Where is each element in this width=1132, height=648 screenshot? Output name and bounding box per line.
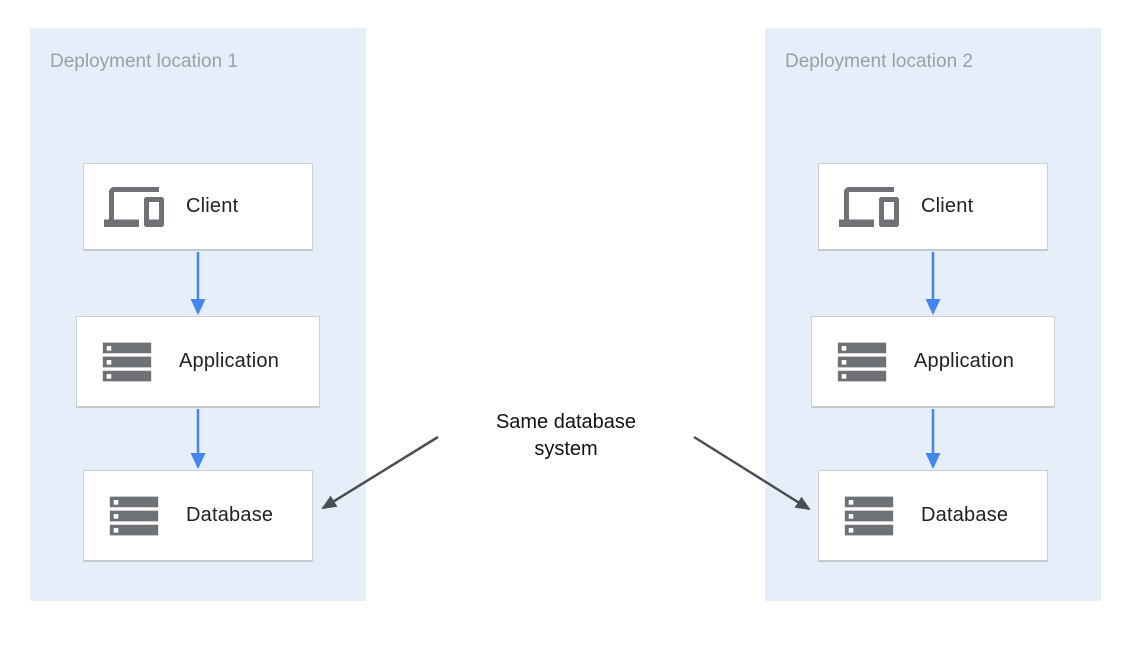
node-database: Database [818,470,1048,562]
deployment-panel-2: Deployment location 2 Client [765,28,1101,601]
panel-title: Deployment location 2 [785,51,973,72]
node-label: Client [186,195,239,217]
node-label: Application [914,350,1015,372]
panel-title: Deployment location 1 [50,51,238,72]
server-stack-icon [97,332,157,392]
server-stack-icon [832,332,892,392]
server-stack-icon [104,486,164,546]
node-database: Database [83,470,313,562]
annotation-line-1: Same database [495,411,637,433]
server-stack-icon [839,486,899,546]
devices-icon [104,177,164,237]
deployment-panel-1: Deployment location 1 Client [30,28,366,601]
node-label: Database [921,504,1009,526]
node-client: Client [818,163,1048,251]
annotation-line-2: system [534,438,598,460]
node-client: Client [83,163,313,251]
node-application: Application [811,316,1055,408]
same-database-annotation: Same database system [446,409,686,463]
devices-icon [839,177,899,237]
node-application: Application [76,316,320,408]
node-label: Database [186,504,274,526]
node-label: Client [921,195,974,217]
node-label: Application [179,350,280,372]
